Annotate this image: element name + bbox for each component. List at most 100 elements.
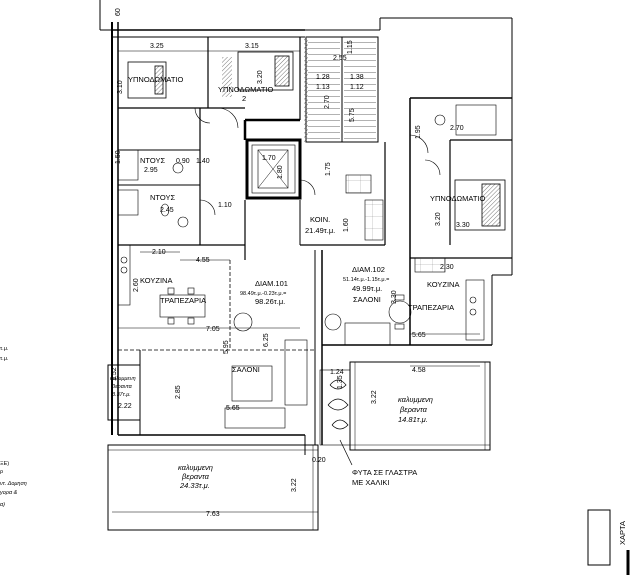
veranda-east-l3: 14.81τ.μ. <box>398 415 428 424</box>
veranda-east-l2: βεραντα <box>399 405 428 414</box>
dimension-label: 4.58 <box>412 367 426 374</box>
veranda-west-l1: καλυμμενη <box>110 376 136 382</box>
veranda-south-l2: βεραντα <box>181 472 210 481</box>
dimension-label: 2.10 <box>152 249 166 256</box>
sanitary-fixtures <box>117 104 497 241</box>
dimension-label: 5.65 <box>412 332 426 339</box>
dimension-label: 3.30 <box>456 222 470 229</box>
dimension-label: 1.80 <box>277 165 284 179</box>
dimension-label: 3.10 <box>117 80 124 94</box>
dimension-label: 1.24 <box>330 369 344 376</box>
dimension-label: 1.60 <box>343 218 350 232</box>
dimension-label: 2.85 <box>175 385 182 399</box>
room-area-common: 21.49τ.μ. <box>305 226 335 235</box>
dimension-label: 60 <box>115 8 122 16</box>
lift-shaft <box>257 149 289 189</box>
dimension-label: 2.30 <box>440 264 454 271</box>
dimension-label: 3.20 <box>257 70 264 84</box>
dimension-label: 2.95 <box>144 167 158 174</box>
room-label-dining-101: ΤΡΑΠΕΖΑΡΙΑ <box>160 296 206 305</box>
dimension-label: 3.15 <box>245 43 259 50</box>
room-label-kitchen-101: ΚΟΥΖΙΝΑ <box>140 276 172 285</box>
planter-icon <box>327 379 353 466</box>
room-label-bedroom-2: ΥΠΝΟΔΩΜΑΤΙΟ <box>218 85 273 94</box>
walls <box>99 0 513 455</box>
dimension-label: 1.52 <box>111 367 118 381</box>
dimension-label: 3.30 <box>391 290 398 304</box>
hatched-wall-2 <box>304 37 308 142</box>
dimension-label: 3.25 <box>150 43 164 50</box>
legend-fragment: τ.μ. <box>0 346 9 352</box>
dimension-label: 1.12 <box>350 84 364 91</box>
dimension-label: 3.22 <box>371 390 378 404</box>
dimension-label: 3.22 <box>291 478 298 492</box>
dimension-label: 3.20 <box>435 212 442 226</box>
dimension-label: 1.35 <box>337 375 344 389</box>
room-label-bedroom-1: ΥΠΝΟΔΩΜΑΤΙΟ <box>128 75 183 84</box>
stair-flight-left <box>308 40 340 140</box>
dimension-label: 2.45 <box>160 207 174 214</box>
stair-flight-right <box>344 40 376 140</box>
apartment-102-area: 49.99τ.μ. <box>352 284 382 293</box>
hatched-wall-1 <box>222 57 232 97</box>
dimension-labels: 3.25 3.15 2.55 1.15 1.28 1.38 1.13 1.12 … <box>111 8 470 518</box>
dimension-label: 1.13 <box>316 84 330 91</box>
dimension-label: 2.22 <box>118 403 132 410</box>
dimension-label: 4.55 <box>196 257 210 264</box>
veranda-south-l3: 24.33τ.μ. <box>179 481 210 490</box>
veranda-east-l1: καλυμμενη <box>398 395 433 404</box>
dimension-label: 6.25 <box>263 333 270 347</box>
bed-icon <box>127 51 506 231</box>
dimension-label: 1.38 <box>350 74 364 81</box>
dimension-label: 1.10 <box>218 202 232 209</box>
room-label-bedroom-east: ΥΠΝΟΔΩΜΑΤΙΟ <box>430 194 485 203</box>
room-label-living-102: ΣΑΛΟΝΙ <box>353 295 381 304</box>
veranda-west-l3: 3.37τ.μ. <box>112 392 131 398</box>
legend-fragment: α) <box>0 502 5 508</box>
legend-fragment: τ.μ. <box>0 356 9 362</box>
apartment-101-title: ΔΙΑΜ.101 <box>255 279 288 288</box>
dimension-label: 7.63 <box>206 511 220 518</box>
dimension-label: 2.55 <box>333 55 347 62</box>
dimension-label: 2.70 <box>450 125 464 132</box>
dimension-label: 5.95 <box>223 340 230 354</box>
verandas <box>107 361 491 531</box>
dimension-label: 0.20 <box>312 457 326 464</box>
dimension-label: 1.40 <box>196 158 210 165</box>
dimension-label: 7.05 <box>206 326 220 333</box>
planter-note-1: ΦΥΤΑ ΣΕ ΓΛΑΣΤΡΑ <box>352 468 417 477</box>
dimension-label: 1.70 <box>262 155 276 162</box>
room-label-dining-102: ΤΡΑΠΕΖΑΡΙΑ <box>408 303 454 312</box>
dimension-label: 5.65 <box>226 405 240 412</box>
dimension-label: 5.75 <box>349 108 356 122</box>
dimension-label: 1.15 <box>347 40 354 54</box>
apartment-101-area: 98.26τ.μ. <box>255 297 285 306</box>
legend-fragment: ντ. Δομηση <box>0 481 27 487</box>
door-swings <box>194 107 441 216</box>
room-label-common: ΚΟΙΝ. <box>310 215 330 224</box>
veranda-west-l2: βεραντα <box>111 384 133 390</box>
dimension-label: 2.60 <box>133 278 140 292</box>
dimension-label: 1.28 <box>316 74 330 81</box>
room-label-living-101: ΣΑΛΟΝΙ <box>232 365 260 374</box>
dimension-lines <box>112 50 480 513</box>
furniture <box>117 244 485 429</box>
apartment-102-calc: 51.14τ.μ.-1.15τ.μ.= <box>343 277 389 283</box>
planter-note-2: ΜΕ ΧΑΛΙΚΙ <box>352 478 390 487</box>
apartment-102-title: ΔΙΑΜ.102 <box>352 265 385 274</box>
room-label-shower-2: ΝΤΟΥΣ <box>150 193 175 202</box>
veranda-south-l1: καλυμμενη <box>178 463 213 472</box>
dimension-label: 1.95 <box>415 125 422 139</box>
stamp-box <box>587 509 611 566</box>
dimension-label: 0.90 <box>176 158 190 165</box>
room-label-kitchen-102: ΚΟΥΖΙΝΑ <box>427 280 459 289</box>
room-label-bedroom-2-number: 2 <box>242 94 246 103</box>
dimension-label: 2.70 <box>324 95 331 109</box>
legend-fragment: ΞΕ) <box>0 461 9 467</box>
legend-fragment: γορα & <box>0 490 18 496</box>
legend-fragment: ρ <box>0 469 3 475</box>
dimension-label: 1.50 <box>115 150 122 164</box>
apartment-101-calc: 98.49τ.μ.-0.23τ.μ.= <box>240 291 286 297</box>
room-label-shower-1: ΝΤΟΥΣ <box>140 156 165 165</box>
